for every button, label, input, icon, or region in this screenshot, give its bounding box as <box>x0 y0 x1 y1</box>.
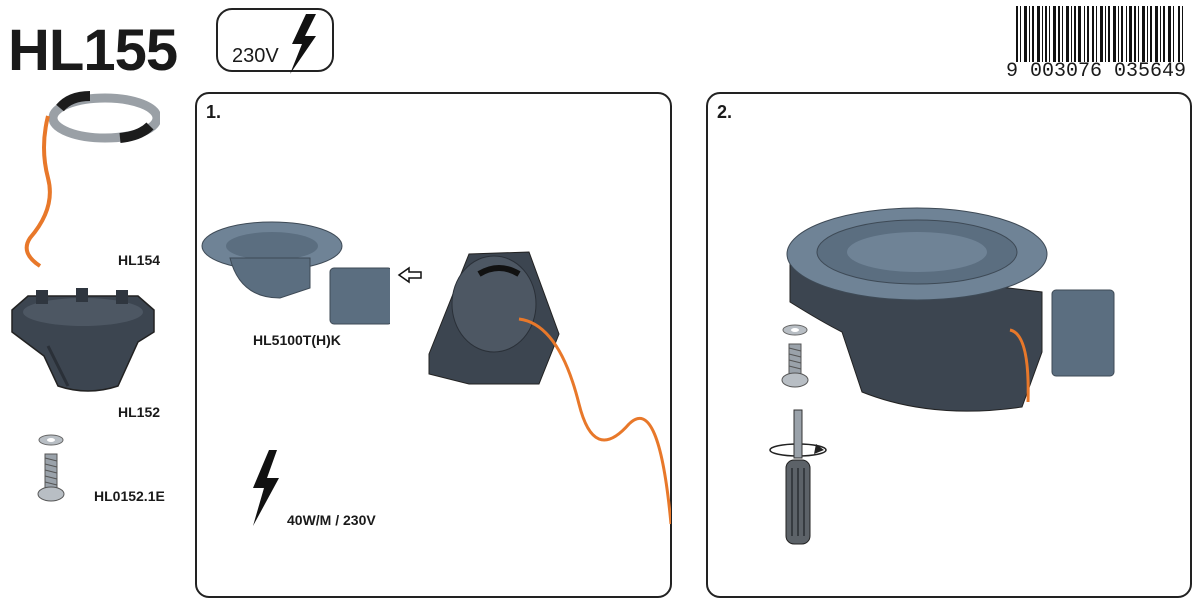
screw-icon <box>781 324 809 388</box>
barcode-number: 9 003076 035649 <box>1006 60 1187 83</box>
step-1-panel: 1. HL5100T(H)K 40W/M / 230V <box>195 92 672 598</box>
model-title: HL155 <box>8 18 178 83</box>
housing-with-cable-illustration <box>428 251 671 525</box>
lightning-icon <box>290 14 316 74</box>
assembled-drain-illustration <box>786 207 1115 412</box>
part-label-hl152: HL152 <box>118 404 161 420</box>
screwdriver-icon <box>769 409 827 545</box>
part-label-hl154: HL154 <box>118 252 161 268</box>
part-label-hl5100: HL5100T(H)K <box>253 332 341 348</box>
voltage-badge: 230V <box>216 8 334 74</box>
part-label-hl0152: HL0152.1E <box>94 488 165 504</box>
screw-icon <box>37 434 65 502</box>
step-2-panel: 2. <box>706 92 1192 598</box>
voltage-text: 230V <box>232 45 279 67</box>
power-spec: 40W/M / 230V <box>287 512 376 528</box>
heating-ring-illustration <box>24 91 160 268</box>
housing-illustration <box>11 288 155 392</box>
step-number: 2. <box>717 102 733 122</box>
step-number: 1. <box>206 102 222 122</box>
arrow-left-icon <box>397 266 422 284</box>
barcode <box>1016 6 1183 82</box>
drain-illustration <box>201 221 390 325</box>
lightning-icon <box>253 450 279 526</box>
